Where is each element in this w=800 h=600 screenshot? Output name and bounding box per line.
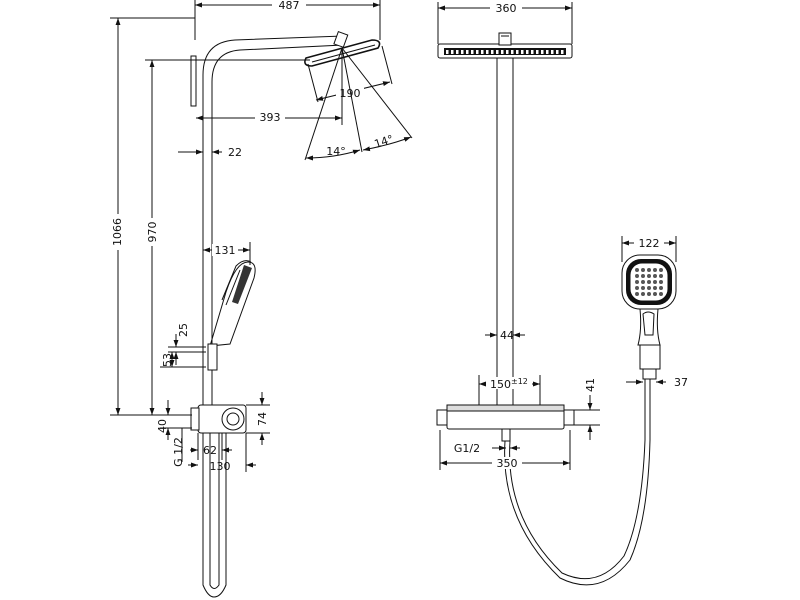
column-front: [496, 57, 514, 409]
nozzle: [496, 50, 499, 54]
dim-pivot-right: 14°: [373, 132, 396, 150]
handshower-nozzle: [653, 280, 657, 284]
nozzle-row: [446, 50, 564, 54]
handshower-nozzle: [635, 292, 639, 296]
dim-wall-offset: 22: [228, 146, 242, 159]
dim-handshower-width: 122: [639, 237, 660, 250]
handshower-nozzle: [659, 274, 663, 278]
dim-connection-left: G 1/2: [172, 437, 185, 467]
handshower-nozzle: [641, 274, 645, 278]
side-dimensions: 487 1066 970 190 393 14° 14° 22: [110, 0, 413, 473]
dim-130: 130: [210, 460, 231, 473]
handshower-nozzle: [659, 268, 663, 272]
handshower-nozzle: [659, 292, 663, 296]
nozzle: [481, 50, 484, 54]
handshower-nozzle: [647, 274, 651, 278]
dim-arm-length: 393: [260, 111, 281, 124]
nozzle: [536, 50, 539, 54]
handshower-nozzles: [635, 268, 663, 296]
handshower-nozzle: [647, 292, 651, 296]
dim-head-diameter: 190: [340, 87, 361, 100]
nozzle: [506, 50, 509, 54]
dim-pipe-diameter: 44: [500, 329, 514, 342]
handshower-nozzle: [659, 286, 663, 290]
nozzle: [511, 50, 514, 54]
dim-centers: 150±12: [490, 377, 528, 391]
nozzle: [551, 50, 554, 54]
dim-53: 53: [161, 353, 174, 367]
side-view: [190, 31, 381, 598]
nozzle: [516, 50, 519, 54]
dim-connection-front: G1/2: [454, 442, 480, 455]
handshower-nozzle: [635, 280, 639, 284]
overhead-shower: [304, 39, 381, 67]
handshower-nozzle: [635, 274, 639, 278]
dim-holder-offset: 37: [674, 376, 688, 389]
front-dimensions: 360 44 150±12 41 G1/2 350 122: [437, 2, 688, 470]
handshower-nozzle: [659, 280, 663, 284]
nozzle: [471, 50, 474, 54]
nozzle: [461, 50, 464, 54]
hose-side: [202, 433, 227, 598]
handshower-nozzle: [641, 286, 645, 290]
handshower-nozzle: [641, 268, 645, 272]
handshower-nozzle: [635, 268, 639, 272]
hand-shower-side: [207, 260, 256, 371]
dim-25: 25: [177, 323, 190, 337]
dim-inlet-height: 41: [584, 378, 597, 392]
handshower-nozzle: [653, 274, 657, 278]
handshower-nozzle: [653, 268, 657, 272]
nozzle: [541, 50, 544, 54]
handshower-nozzle: [653, 286, 657, 290]
head-joint: [333, 31, 349, 48]
nozzle: [486, 50, 489, 54]
dim-total-height: 1066: [111, 218, 124, 246]
nozzle: [451, 50, 454, 54]
handshower-nozzle: [641, 280, 645, 284]
handshower-nozzle: [641, 292, 645, 296]
dim-handshower-reach: 131: [215, 244, 236, 257]
dim-head-reach: 487: [279, 0, 300, 12]
nozzle: [491, 50, 494, 54]
dim-thermo-depth: 74: [256, 412, 269, 426]
wall-bracket: [190, 55, 197, 107]
front-view: [436, 32, 677, 586]
nozzle: [526, 50, 529, 54]
nozzle: [531, 50, 534, 54]
dim-head-width: 360: [496, 2, 517, 15]
handshower-nozzle: [647, 268, 651, 272]
nozzle: [546, 50, 549, 54]
thermostat-front: [436, 404, 575, 442]
dim-pivot-left: 14°: [326, 145, 346, 158]
nozzle: [476, 50, 479, 54]
dim-thermo-width: 350: [497, 457, 518, 470]
nozzle: [446, 50, 449, 54]
handshower-nozzle: [647, 286, 651, 290]
nozzle: [456, 50, 459, 54]
nozzle: [556, 50, 559, 54]
shower-column: [202, 35, 344, 410]
dim-62: 62: [203, 444, 217, 457]
dim-column-height: 970: [146, 222, 159, 243]
nozzle: [466, 50, 469, 54]
dim-40: 40: [156, 419, 169, 433]
nozzle: [521, 50, 524, 54]
handshower-nozzle: [647, 280, 651, 284]
handshower-nozzle: [653, 292, 657, 296]
handshower-nozzle: [635, 286, 639, 290]
nozzle: [561, 50, 564, 54]
thermostat-side: [190, 404, 247, 434]
hose-front: [504, 378, 651, 586]
hand-shower-front: [621, 254, 677, 380]
nozzle: [501, 50, 504, 54]
